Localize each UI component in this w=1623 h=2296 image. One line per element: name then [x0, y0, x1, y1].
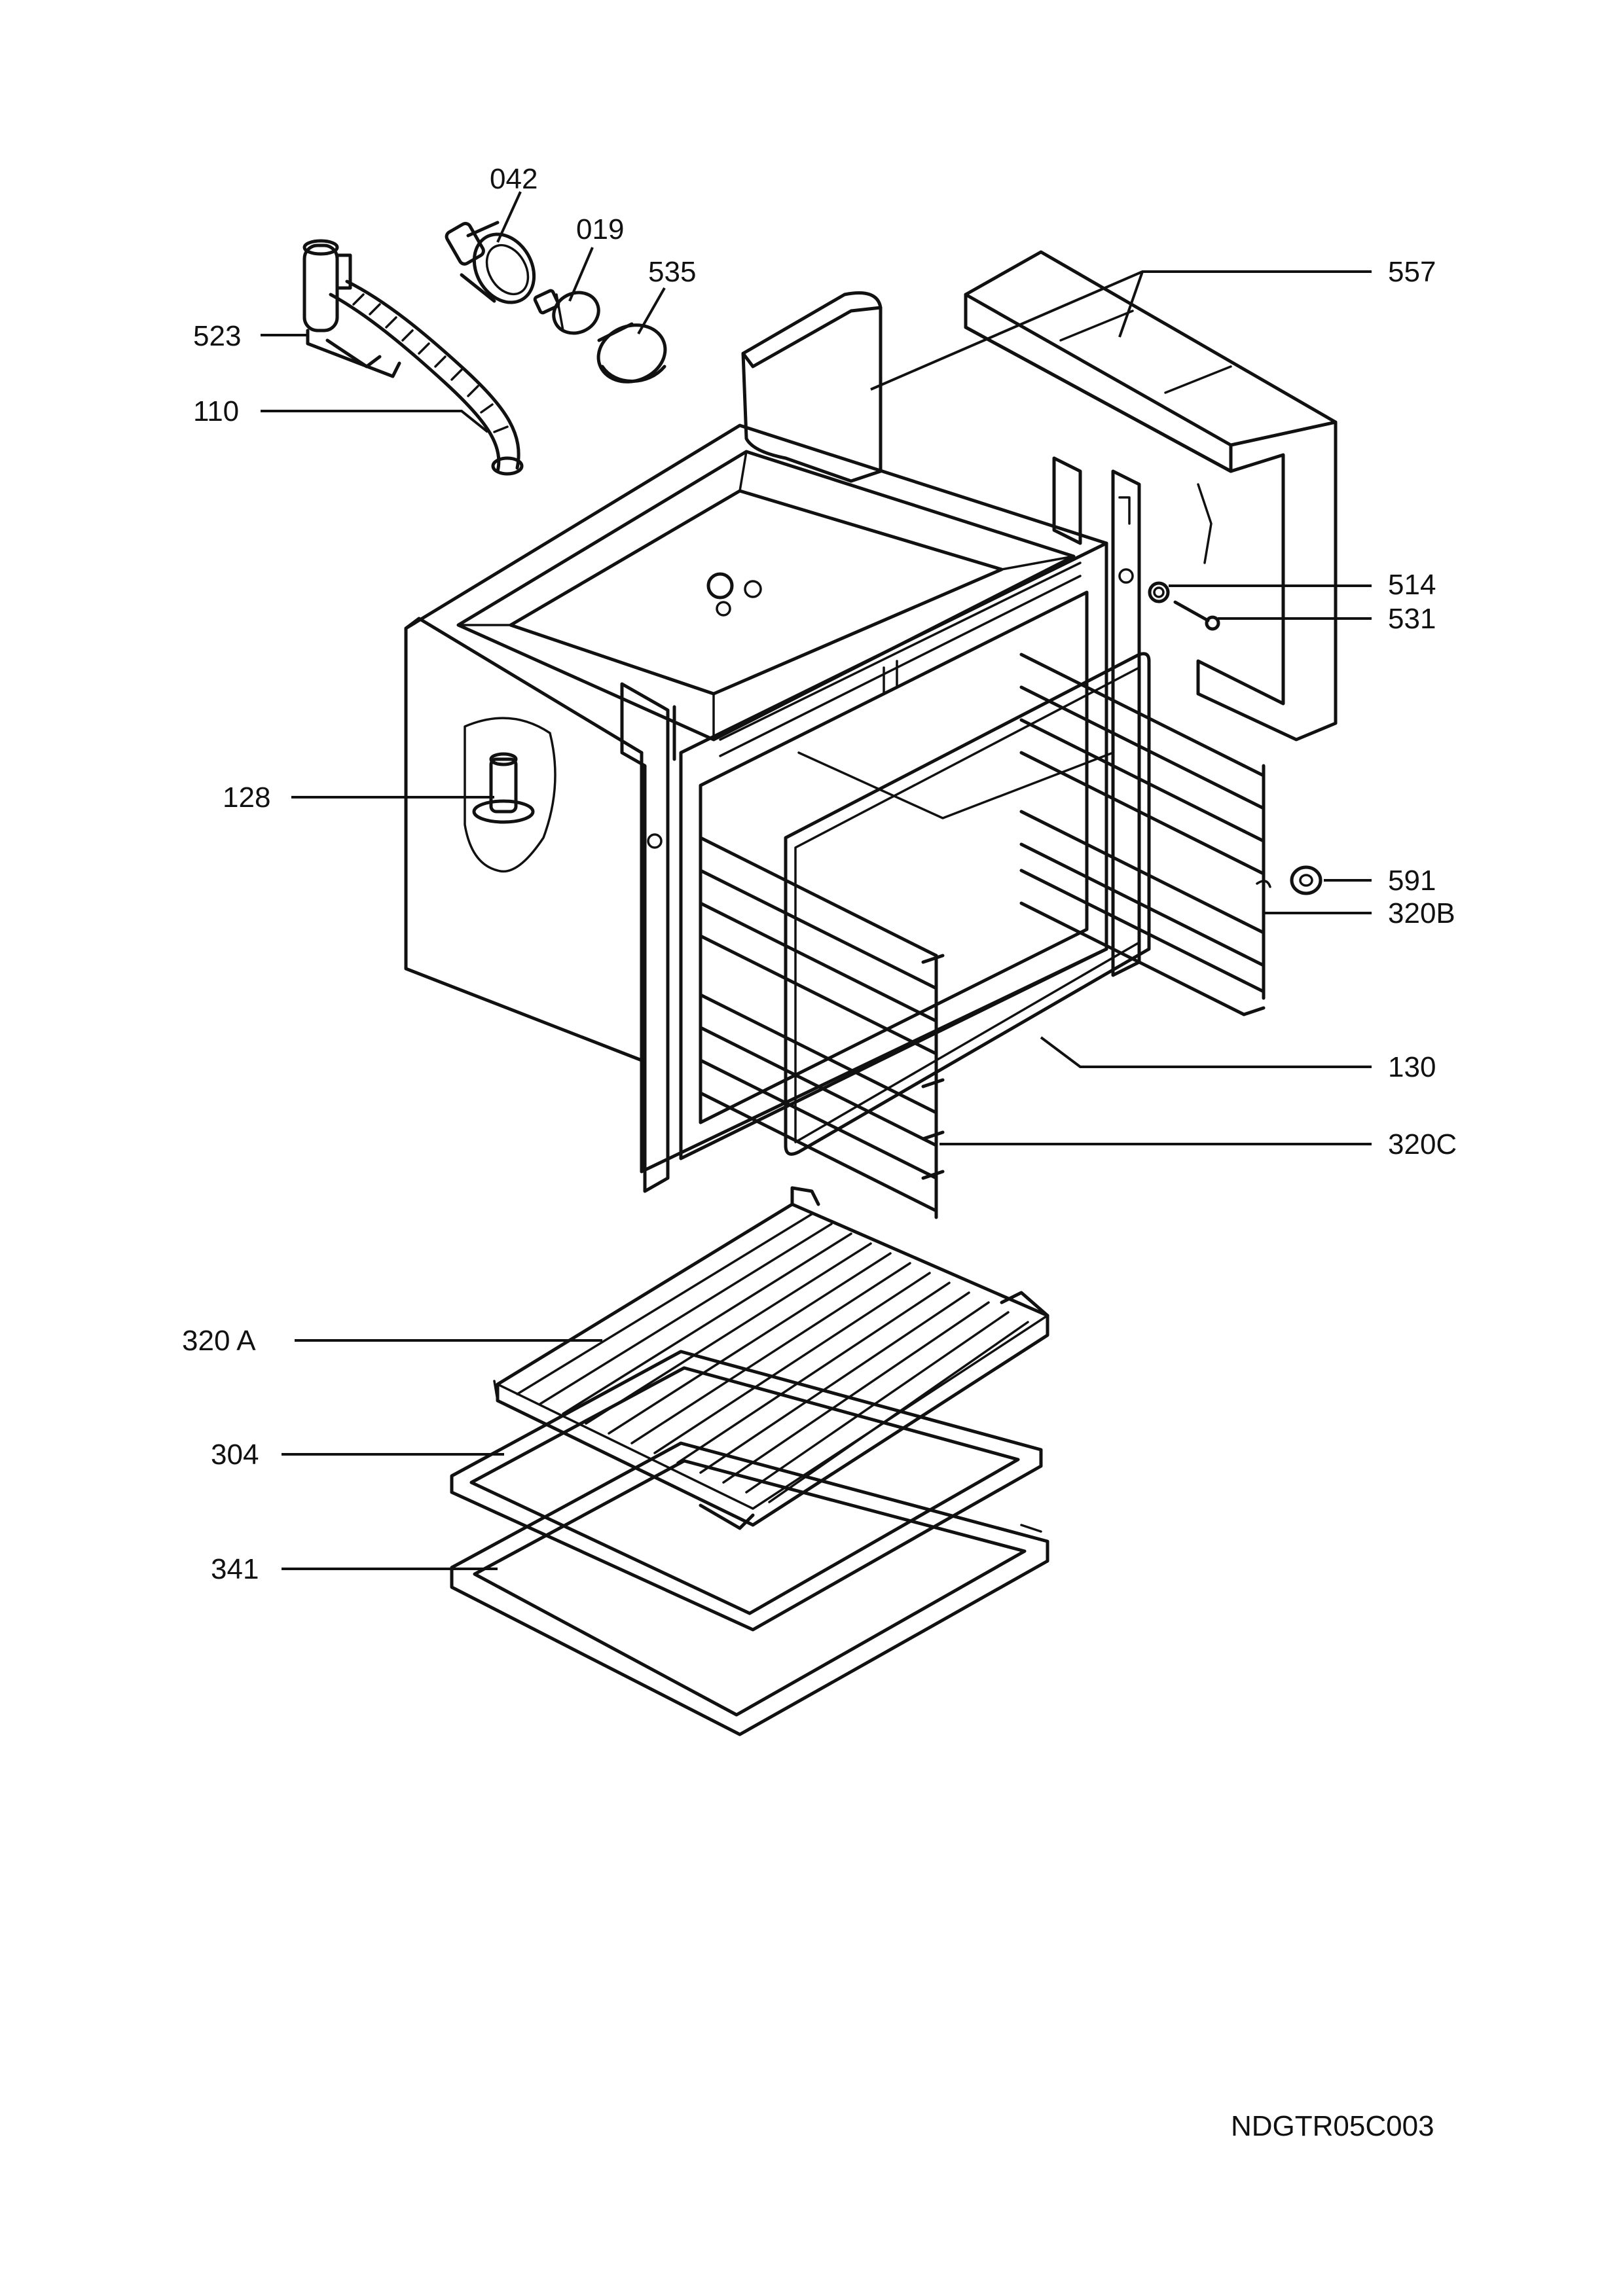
callout-304: 304 — [211, 1439, 259, 1471]
part-enamel-tray — [450, 1441, 1049, 1736]
part-lamp-holder — [445, 221, 536, 304]
callout-531: 531 — [1388, 603, 1436, 635]
part-lamp-bulb — [533, 289, 600, 335]
callout-557: 557 — [1388, 256, 1436, 288]
callout-042: 042 — [490, 163, 538, 195]
part-wire-shelf — [493, 1186, 1049, 1530]
part-washer — [1290, 865, 1322, 895]
callout-514: 514 — [1388, 569, 1436, 601]
part-gas-pipe — [302, 239, 524, 476]
callout-110: 110 — [193, 395, 239, 427]
callout-320B: 320B — [1388, 897, 1455, 929]
callout-320A: 320 A — [182, 1325, 256, 1357]
callout-523: 523 — [193, 320, 241, 352]
callout-341: 341 — [211, 1553, 259, 1585]
part-side-rails-right — [1019, 653, 1271, 1016]
leader-lines — [261, 191, 1372, 1570]
callout-591: 591 — [1388, 865, 1436, 897]
callout-128: 128 — [223, 781, 270, 814]
part-lamp-cover — [596, 322, 667, 384]
part-baking-tray — [450, 1350, 1043, 1632]
drawing-code: NDGTR05C003 — [1231, 2110, 1434, 2142]
part-insulation — [741, 250, 1338, 742]
callout-320C: 320C — [1388, 1128, 1457, 1160]
part-side-rails-left — [699, 836, 945, 1219]
callout-535: 535 — [648, 256, 696, 288]
part-screws — [1148, 581, 1220, 631]
callout-130: 130 — [1388, 1051, 1436, 1083]
part-oven-cavity — [404, 423, 1151, 1193]
callout-019: 019 — [576, 213, 624, 245]
